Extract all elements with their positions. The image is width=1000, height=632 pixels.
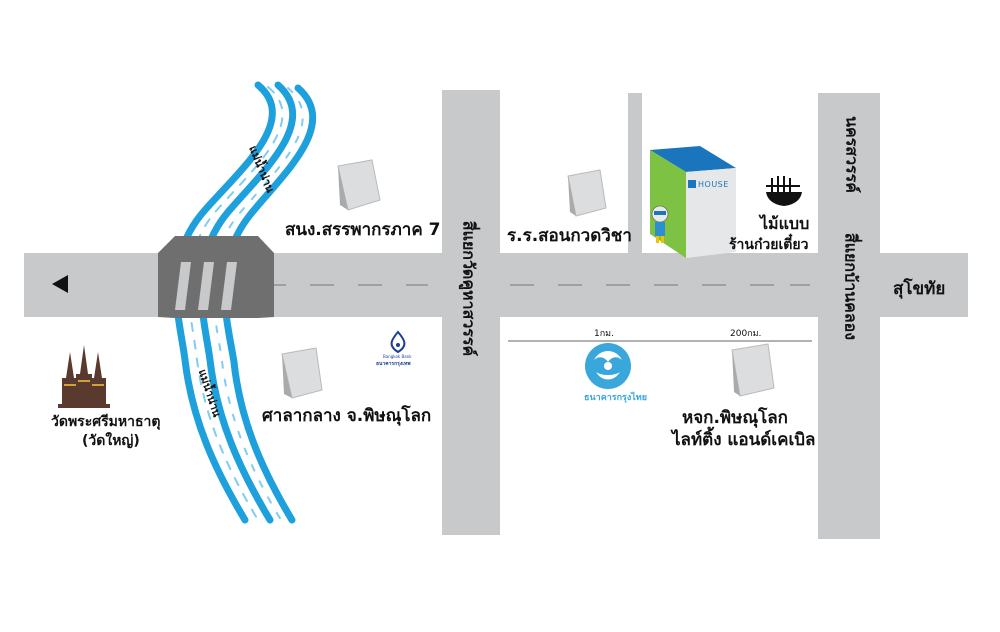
label-bbl-en: Bangkok Bank [383, 354, 412, 359]
bangkok-bank-logo [390, 330, 406, 354]
temple-pagoda-icon [58, 345, 110, 408]
label-bbl-th: ธนาคารกรุงเทพ [376, 361, 411, 367]
mascot-figure [651, 205, 669, 243]
noodle-bowl-icon [766, 176, 802, 206]
building-revenue-office [337, 159, 381, 211]
label-ktb: ธนาคารกรุงไทย [584, 393, 648, 403]
building-city-hall [281, 347, 323, 399]
building-school [567, 169, 607, 217]
label-store-2: ไลท์ติ้ง แอนด์เคเบิล [672, 430, 816, 450]
label-school: ร.ร.สอนกวดวิชา [507, 226, 632, 246]
label-junction-ban-khlong: สี่แยกบ้านคลอง [841, 232, 861, 341]
label-distance-1: 1กม. [594, 329, 614, 339]
label-city-hall: ศาลากลาง จ.พิษณุโลก [262, 406, 432, 426]
krungthai-bank-logo [585, 343, 631, 389]
label-store-1: หจก.พิษณุโลก [682, 408, 788, 428]
label-house-brand: HOUSE [698, 180, 729, 189]
label-noodle-1: ไม้แบบ [760, 214, 810, 233]
bridge-stripes [175, 262, 237, 310]
label-nakhon-sawan: นครสวรรค์ [842, 116, 862, 193]
label-revenue-office: สนง.สรรพากรภาค 7 [285, 220, 441, 240]
building-lighting-store [731, 343, 775, 397]
label-noodle-2: ร้านก๋วยเตี๋ยว [729, 237, 809, 253]
label-junction-wat-khuha: สี่แยกวัดคูหาสวรรค์ [459, 220, 479, 357]
road-small-north [628, 93, 642, 255]
triangle-left-icon [52, 275, 68, 293]
label-distance-2: 200กม. [730, 329, 762, 339]
road-wat-khuha [442, 90, 500, 535]
label-temple-1: วัดพระศรีมหาธาตุ [51, 414, 161, 430]
road-nakhon-sawan [818, 93, 880, 539]
label-temple-2: (วัดใหญ่) [82, 433, 140, 449]
label-sukhothai: สุโขทัย [893, 279, 946, 299]
temple-accents [64, 380, 104, 386]
